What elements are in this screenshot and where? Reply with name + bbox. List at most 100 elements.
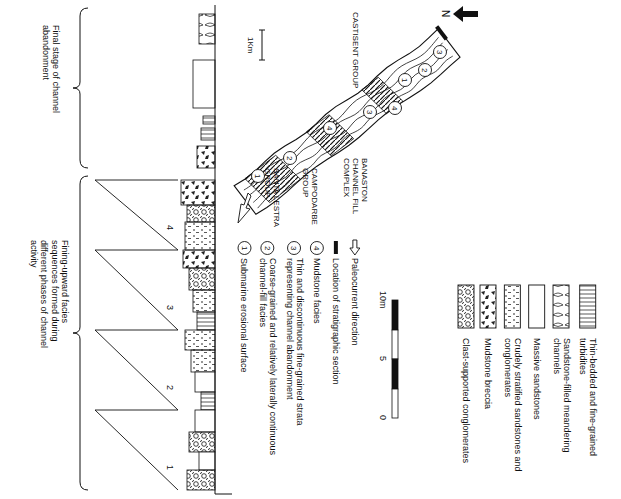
- scale-segment: [392, 330, 398, 359]
- legend-swatch: [480, 285, 496, 328]
- legend-swatch: [553, 285, 569, 328]
- bed: [199, 14, 215, 44]
- channel-fill-area: [306, 115, 353, 156]
- fining-upward-wedge: [95, 250, 178, 330]
- bed: [193, 60, 215, 108]
- legend-text: Clast-supported conglomerates: [461, 338, 471, 488]
- callout-number: 4: [325, 126, 334, 130]
- bracket: [73, 8, 88, 168]
- callout-number: 2: [285, 156, 294, 160]
- legend-text: Thin-bedded and fine-grained turbidites: [577, 338, 598, 488]
- scale-segment: [392, 359, 398, 389]
- callout-circle: [324, 122, 337, 135]
- stratigraphic-column: [73, 5, 232, 494]
- callout-number: 2: [420, 68, 429, 72]
- bed: [193, 290, 215, 312]
- legend-callout-circle: [238, 242, 251, 255]
- callout-number: 3: [365, 110, 374, 114]
- bed: [201, 128, 215, 140]
- column-axis: [215, 5, 216, 494]
- callout-number: 3: [289, 246, 298, 250]
- legend-swatch: [529, 285, 545, 328]
- legend-text: Thin and discontinuous fine-grained stra…: [284, 258, 305, 473]
- legend-callout-circle: [288, 242, 301, 255]
- paleocurrent-arrow: [238, 193, 251, 223]
- north-arrow: [453, 6, 478, 22]
- bed: [187, 470, 215, 490]
- callout-circle: [284, 152, 297, 165]
- bed: [187, 205, 215, 222]
- bracket-label: Final stage of channel abandonment: [40, 25, 61, 145]
- callout-number: 3: [435, 50, 444, 54]
- callout-number: 1: [253, 174, 262, 178]
- legend-text: Mudstone facies: [312, 258, 322, 473]
- bed: [199, 452, 215, 470]
- legend-text: Coarse-grained and relatively laterally …: [257, 258, 278, 473]
- erosional-surface: [253, 50, 447, 203]
- map-scale-label: 1Km: [246, 37, 255, 53]
- legend-text: Massive sandstones: [532, 338, 542, 488]
- group-name: CAMPODARBE GROUP: [301, 168, 319, 238]
- bed: [203, 116, 215, 124]
- section-location: [437, 26, 447, 39]
- bracket: [73, 176, 88, 490]
- bed: [195, 410, 215, 432]
- group-name: CASTISENT GROUP: [351, 12, 360, 88]
- legend-swatch: [580, 285, 596, 328]
- scale-value: 10m: [378, 291, 388, 309]
- sequence-number: 4: [165, 225, 175, 230]
- callout-circle: [434, 46, 447, 59]
- legend-swatch: [504, 285, 520, 328]
- column-base: [215, 494, 232, 495]
- bed: [185, 222, 215, 250]
- scale-value: 5: [378, 356, 388, 361]
- legend-section-symbol: [334, 241, 338, 254]
- legend-text: Mudstone breccia: [483, 338, 493, 488]
- callout-number: 1: [240, 246, 249, 250]
- bed: [197, 146, 215, 168]
- callout-circle: [252, 170, 265, 183]
- legend-arrow-symbol: [350, 240, 360, 255]
- bed: [189, 268, 215, 290]
- fining-upward-wedge: [95, 180, 178, 250]
- legend-callout-circle: [261, 242, 274, 255]
- group-name: BANASTON CHANNEL FILL COMPLEX: [341, 158, 369, 238]
- callout-circle: [419, 64, 432, 77]
- scale-segment: [392, 389, 398, 418]
- sequence-number: 1: [165, 465, 175, 470]
- fining-upward-wedge: [95, 410, 178, 490]
- scale-value: 0: [378, 415, 388, 420]
- bed: [191, 350, 215, 372]
- bed: [201, 392, 215, 410]
- bed: [181, 180, 215, 205]
- bed: [183, 250, 215, 268]
- callout-circle: [364, 106, 377, 119]
- scale-bar: [392, 300, 398, 418]
- bed: [185, 330, 215, 350]
- scale-segment: [392, 300, 398, 330]
- callout-number: 4: [312, 246, 321, 250]
- sequence-number: 2: [165, 385, 175, 390]
- callout-number: 4: [390, 106, 399, 110]
- legend-text: Paleocurrent direction: [350, 258, 360, 473]
- bed: [195, 372, 215, 392]
- erosional-surface: [244, 37, 439, 190]
- callout-circle: [399, 74, 412, 87]
- legend-text: Sandstone-filled meandering channels: [551, 338, 572, 488]
- legend-text: Submarine erosional surface: [239, 258, 249, 473]
- fining-upward-wedge: [95, 330, 178, 410]
- bracket-label: Fining-upward facies sequences formed du…: [29, 240, 70, 360]
- group-name: SANTA LESTRA GROUP: [263, 168, 281, 238]
- legend-swatch: [458, 285, 474, 328]
- legend-text: Location of stratigraphic section: [331, 258, 341, 473]
- bed: [197, 312, 215, 330]
- callout-circle: [389, 102, 402, 115]
- sequence-number: 3: [165, 305, 175, 310]
- north-label: N: [439, 10, 451, 17]
- bed: [189, 432, 215, 452]
- legend-text: Crudely stratified sandstones and conglo…: [502, 338, 523, 488]
- callout-number: 1: [400, 78, 409, 82]
- map-scale: [259, 30, 265, 60]
